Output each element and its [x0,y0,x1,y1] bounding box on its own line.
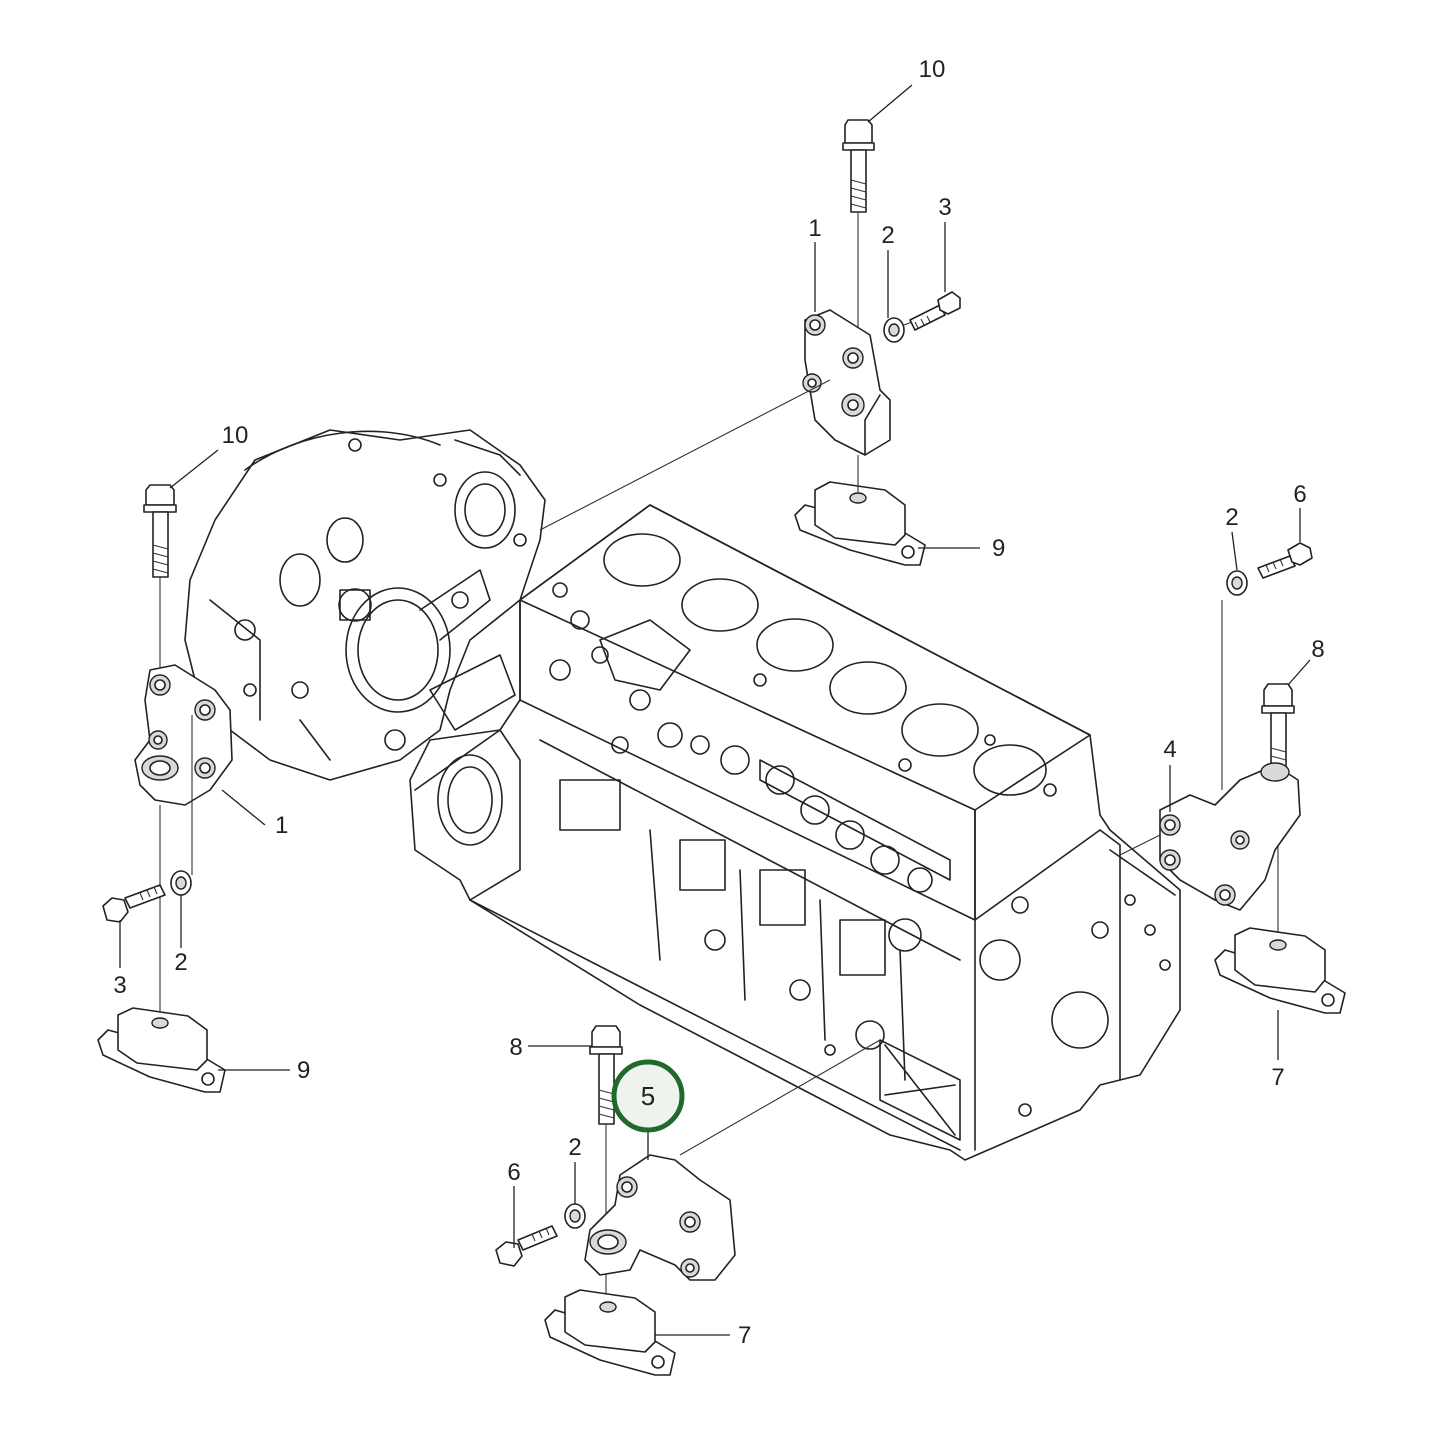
label-right-washer: 2 [1225,504,1238,531]
left-bracket [134,664,233,806]
bottom-washer [564,1203,586,1229]
label-bottom-bracket[interactable]: 5 [641,1081,655,1111]
label-bottom-washer: 2 [568,1134,581,1161]
engine-block [409,504,1181,1161]
left-screw [102,884,166,923]
bottom-mount-assembly [495,1025,881,1376]
label-left-screw: 3 [113,972,126,999]
top-mount-assembly [539,119,961,566]
label-bottom-bolt: 8 [509,1034,522,1061]
right-washer [1226,570,1248,596]
label-top-bracket: 1 [808,215,821,242]
right-mount [1214,927,1346,1014]
left-mount [97,1007,226,1093]
label-right-mount: 7 [1271,1064,1284,1091]
top-washer [883,317,905,343]
callout-labels: 10 1 2 3 9 10 1 3 2 9 2 6 8 4 7 8 2 6 7 … [113,56,1324,1349]
top-bolt [842,119,875,213]
highlight-circle[interactable] [611,1059,685,1133]
label-top-bolt: 10 [919,56,946,83]
label-bottom-screw: 6 [507,1159,520,1186]
label-right-bracket: 4 [1163,736,1176,763]
left-bolt [143,484,177,578]
top-mount [794,481,926,566]
leader-lines [119,84,1311,1336]
bottom-bracket [584,1154,736,1281]
label-top-washer: 2 [881,222,894,249]
left-mount-assembly [97,484,233,1093]
label-right-screw: 6 [1293,481,1306,508]
bottom-mount [544,1289,676,1376]
flywheel-housing [184,429,546,781]
label-top-screw: 3 [938,194,951,221]
label-left-bolt: 10 [222,422,249,449]
top-bracket [802,309,891,456]
left-washer [170,870,192,896]
label-top-mount: 9 [992,535,1005,562]
right-bracket [1159,762,1301,911]
right-screw [1257,542,1313,579]
label-left-mount: 9 [297,1057,310,1084]
label-bottom-mount: 7 [738,1322,751,1349]
top-screw [909,291,961,331]
label-left-bracket: 1 [275,812,288,839]
label-left-washer: 2 [174,949,187,976]
label-right-bolt: 8 [1311,636,1324,663]
bottom-screw [495,1225,558,1267]
right-mount-assembly [1119,542,1346,1014]
bottom-bolt [589,1025,623,1125]
